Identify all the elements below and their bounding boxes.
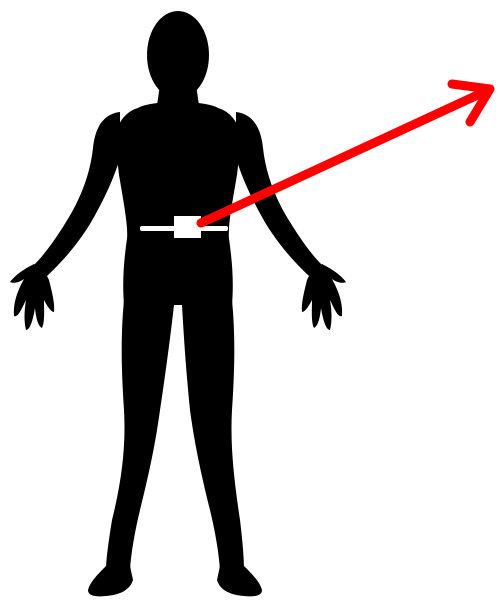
left-arm-shape xyxy=(34,112,120,276)
sensor-box-icon xyxy=(174,216,201,238)
right-foot-shape xyxy=(217,566,262,596)
right-arm-shape xyxy=(236,112,322,276)
pelvis-shape xyxy=(123,232,233,305)
left-leg-shape xyxy=(106,300,174,570)
human-silhouette-icon xyxy=(10,11,346,596)
left-foot-shape xyxy=(88,566,133,596)
right-leg-shape xyxy=(182,300,244,570)
